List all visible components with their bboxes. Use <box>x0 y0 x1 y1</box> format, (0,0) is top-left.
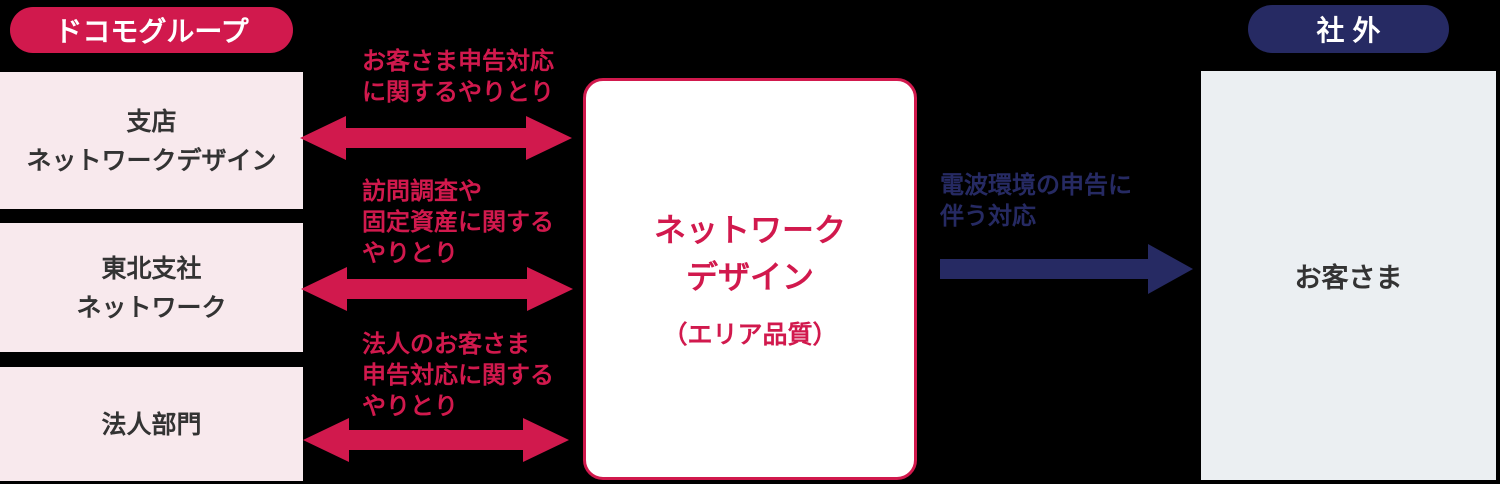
flow-label-customer-reports: お客さま申告対応 に関するやりとり <box>362 46 554 108</box>
external-badge-label: 社外 <box>1316 14 1389 47</box>
flow-label-2-line2: 固定資産に関する <box>362 208 554 236</box>
flow-label-1-line1: お客さま申告対応 <box>362 47 554 75</box>
center-box-title: ネットワーク デザイン <box>654 207 846 301</box>
double-arrow-icon-tohoku <box>301 266 573 312</box>
outbound-label-line1: 電波環境の申告に <box>940 171 1132 199</box>
box-branch-network-design: 支店 ネットワークデザイン <box>0 72 303 209</box>
flow-label-3-line3: やりとり <box>362 392 458 420</box>
flow-label-site-survey: 訪問調査や 固定資産に関する やりとり <box>362 176 554 269</box>
flow-label-1-line2: に関するやりとり <box>362 78 554 106</box>
box-tohoku-network: 東北支社 ネットワーク <box>0 223 303 352</box>
double-arrow-icon-branch <box>300 115 572 161</box>
box-tohoku-line2: ネットワーク <box>76 292 227 322</box>
flow-label-3-line2: 申告対応に関する <box>362 361 554 389</box>
center-box-title-line2: デザイン <box>685 258 814 296</box>
box-branch-line2: ネットワークデザイン <box>26 145 277 175</box>
docomo-group-badge-label: ドコモグループ <box>54 15 249 48</box>
double-arrow-icon-corporate <box>303 417 569 463</box>
flow-label-2-line1: 訪問調査や <box>362 177 482 205</box>
customer-label: お客さま <box>1294 263 1403 294</box>
box-corporate-division: 法人部門 <box>0 367 303 481</box>
flow-label-3-line1: 法人のお客さま <box>362 330 530 358</box>
box-corporate-line1: 法人部門 <box>101 409 202 439</box>
center-box-title-line1: ネットワーク <box>653 211 846 249</box>
external-badge: 社外 <box>1248 5 1449 53</box>
outbound-label-radio-environment: 電波環境の申告に 伴う対応 <box>940 170 1132 232</box>
box-network-design-center: ネットワーク デザイン （エリア品質） <box>583 78 917 480</box>
center-box-subtitle: （エリア品質） <box>662 320 838 349</box>
docomo-group-badge: ドコモグループ <box>10 7 293 53</box>
outbound-label-line2: 伴う対応 <box>940 202 1036 230</box>
flow-label-corporate-reports: 法人のお客さま 申告対応に関する やりとり <box>362 329 554 422</box>
right-arrow-icon-customer <box>940 244 1193 294</box>
flow-label-2-line3: やりとり <box>362 239 458 267</box>
box-branch-line1: 支店 <box>126 106 177 136</box>
box-tohoku-line1: 東北支社 <box>101 253 202 283</box>
box-customer: お客さま <box>1201 71 1496 480</box>
